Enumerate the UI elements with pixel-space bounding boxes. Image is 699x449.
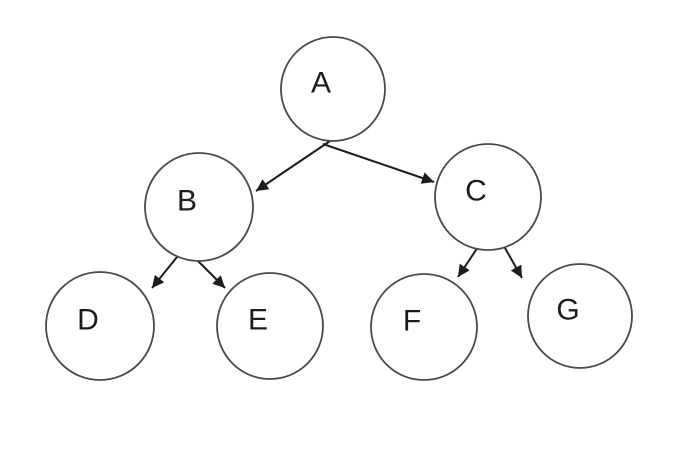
- node-circle-E: [216, 272, 324, 380]
- node-label-A: A: [311, 67, 331, 100]
- node-circle-F: [370, 273, 478, 381]
- node-circle-A: [280, 36, 386, 142]
- edge-C-F: [457, 246, 479, 278]
- node-label-D: D: [77, 304, 99, 337]
- node-label-C: C: [465, 175, 487, 208]
- edge-B-E: [194, 257, 226, 289]
- edge-C-G: [504, 247, 523, 279]
- node-label-G: G: [556, 294, 579, 327]
- node-circle-G: [527, 263, 633, 369]
- edge-A-B: [255, 140, 331, 192]
- node-circle-D: [45, 271, 155, 381]
- node-label-E: E: [248, 304, 268, 337]
- node-circle-B: [144, 152, 254, 262]
- edge-A-C: [322, 143, 435, 184]
- edge-B-D: [151, 256, 178, 289]
- node-circle-C: [434, 143, 542, 251]
- node-label-F: F: [403, 305, 421, 338]
- node-label-B: B: [177, 185, 197, 218]
